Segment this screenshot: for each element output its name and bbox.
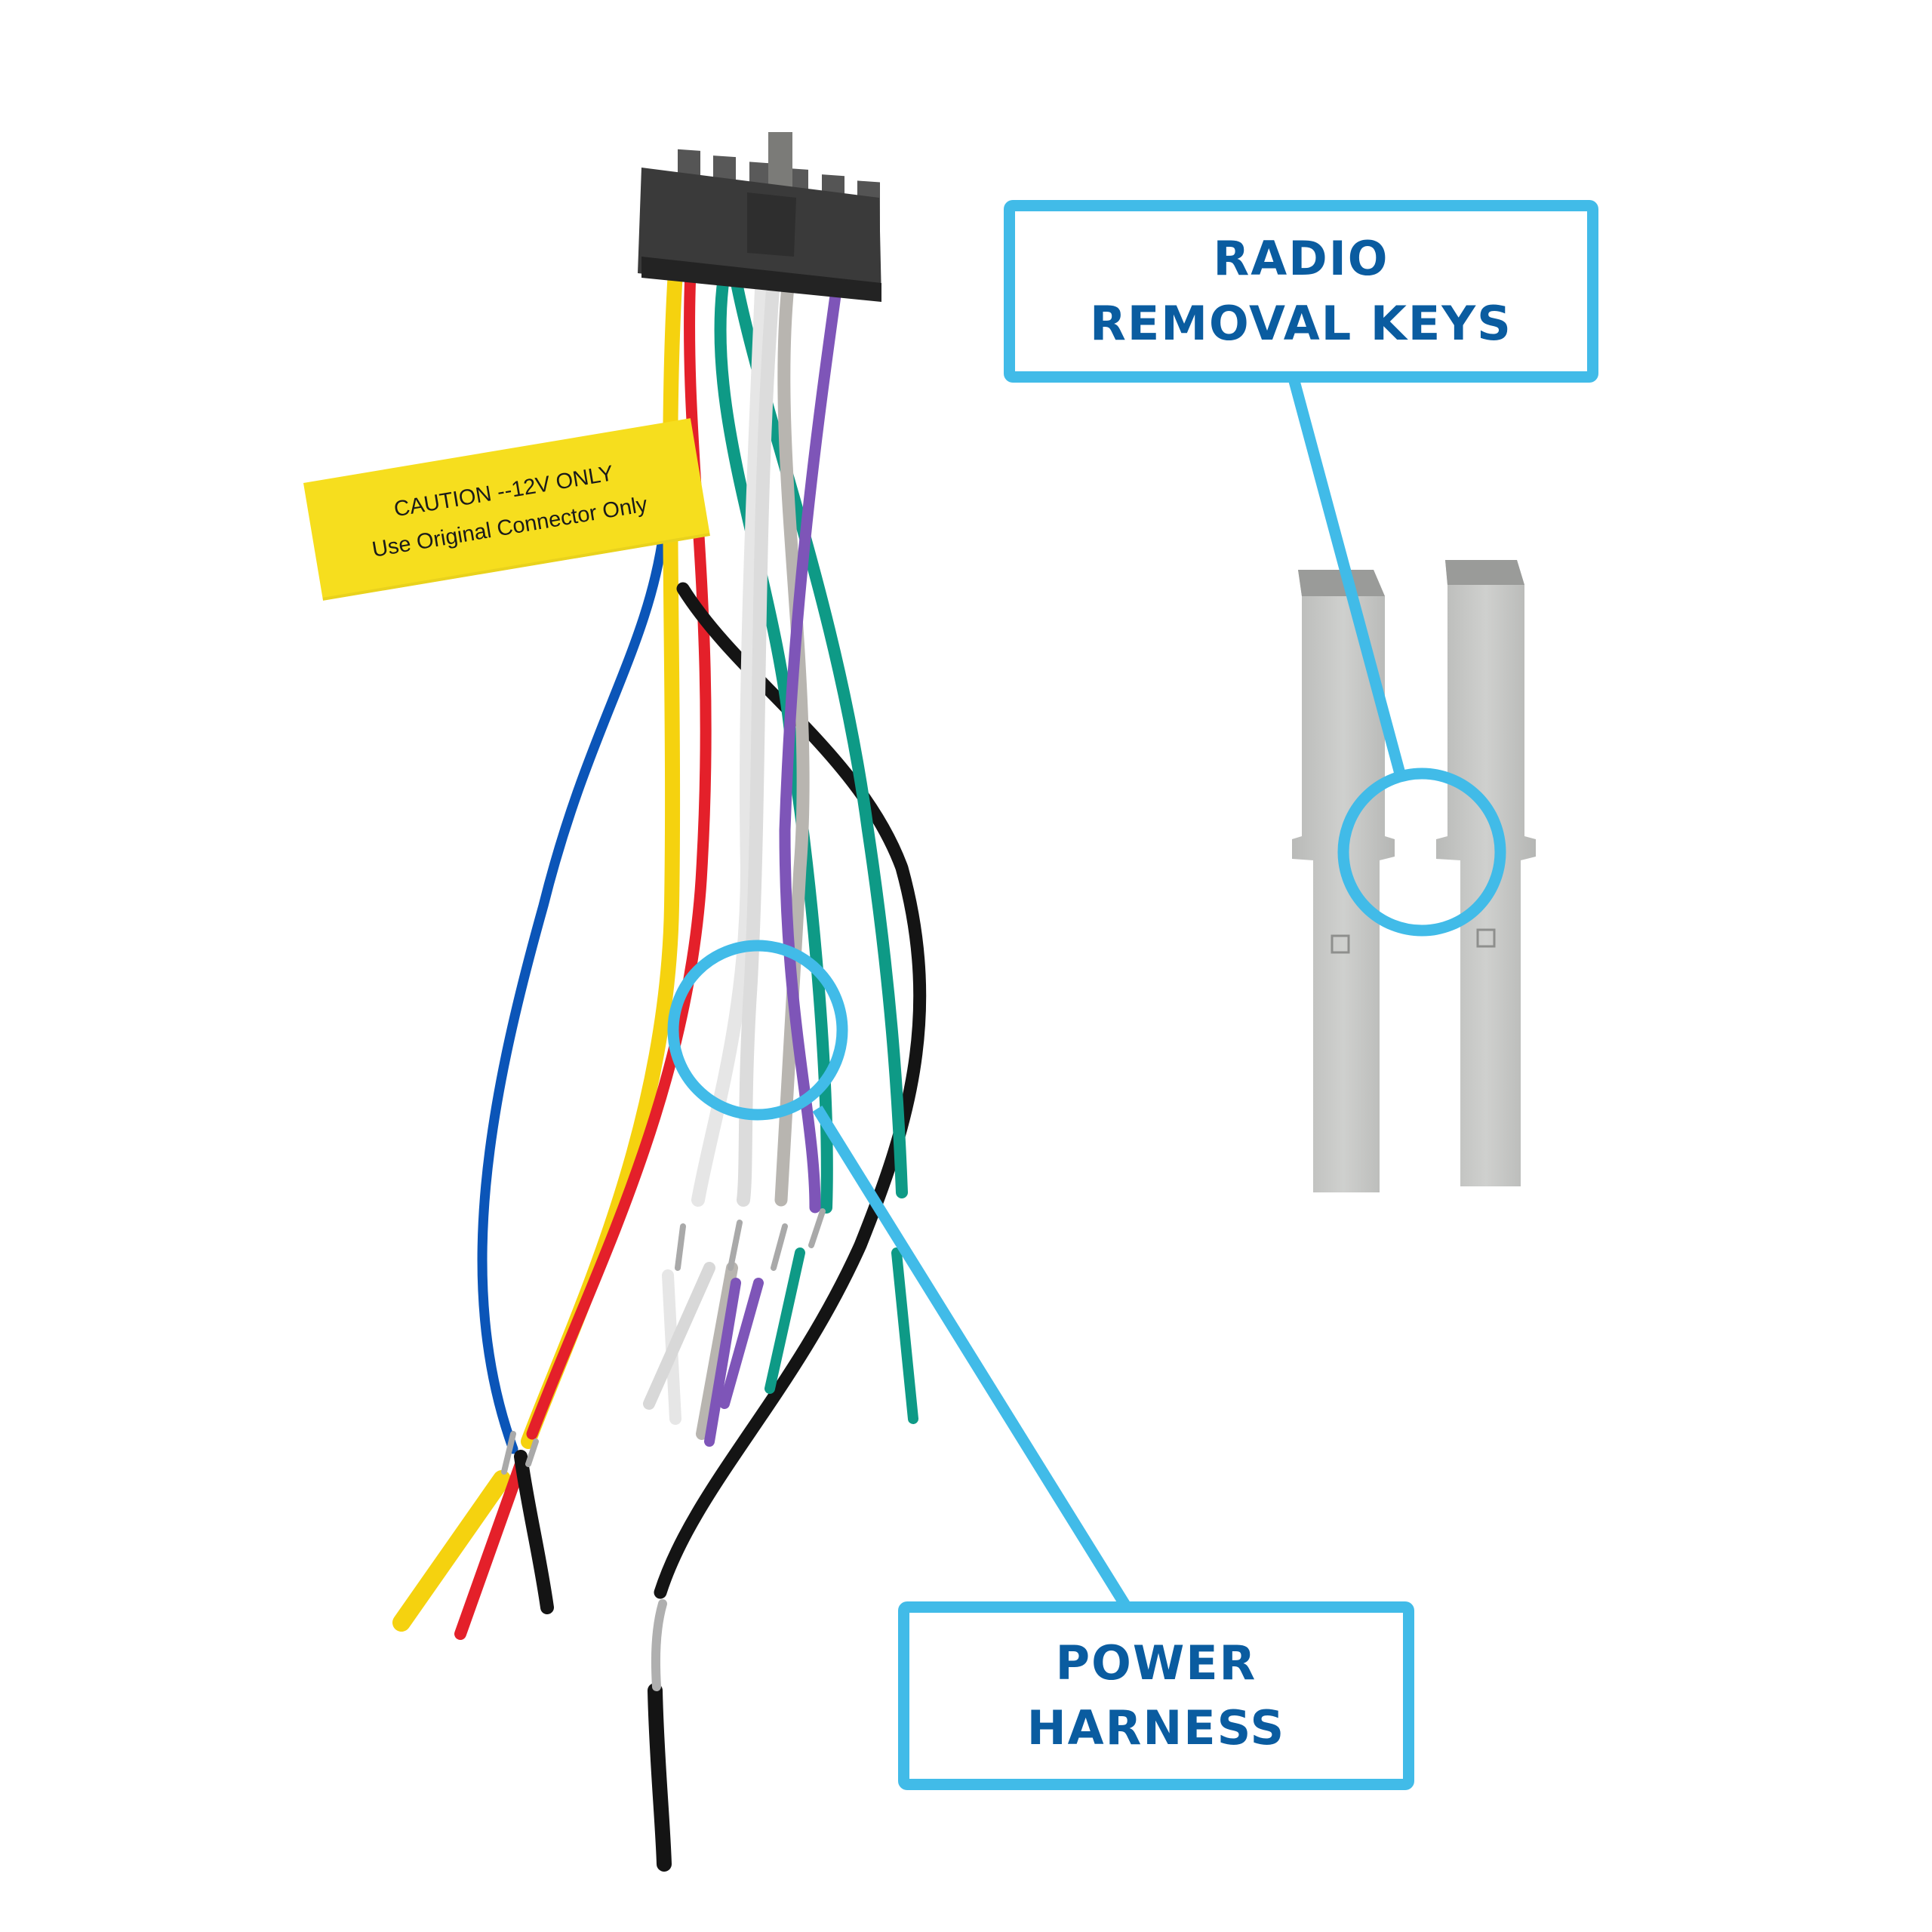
radio-removal-keys-callout: RADIO REMOVAL KEYS xyxy=(1004,200,1598,383)
wire-gray-tip xyxy=(696,1262,738,1440)
power-harness-callout: POWER HARNESS xyxy=(898,1601,1414,1790)
callout-line: REMOVAL KEYS xyxy=(1090,296,1512,351)
wire-white-tip-2 xyxy=(643,1262,715,1410)
wire-blue xyxy=(477,523,669,1454)
power-harness-highlight-circle xyxy=(667,940,848,1121)
wire-yellow-tip xyxy=(392,1470,511,1632)
harness-connector xyxy=(638,132,881,302)
wire-white-2 xyxy=(737,272,780,1207)
callout-line: HARNESS xyxy=(1026,1700,1286,1755)
wire-green-2-tip xyxy=(891,1247,918,1424)
wire-black-end xyxy=(648,1683,672,1872)
radio-keys-pointer-line xyxy=(1288,380,1406,775)
wire-purple-tip-2 xyxy=(719,1278,764,1409)
wire-gray xyxy=(774,272,810,1207)
radio-keys-highlight-circle xyxy=(1337,768,1506,937)
wire-strand xyxy=(651,1599,667,1691)
callout-line: POWER xyxy=(1055,1635,1257,1690)
wire-red-tip xyxy=(454,1458,527,1640)
callout-pointers xyxy=(667,380,1506,1611)
wire-white xyxy=(691,265,769,1207)
power-harness-pointer-line xyxy=(812,1106,1132,1611)
wire-purple-tip xyxy=(704,1278,741,1447)
removal-key-right xyxy=(1436,560,1536,1186)
stripped-wire-ends xyxy=(501,1208,826,1475)
wire-black-short xyxy=(514,1450,554,1614)
wire-green-tip xyxy=(764,1247,805,1394)
callout-line: RADIO xyxy=(1213,231,1389,286)
